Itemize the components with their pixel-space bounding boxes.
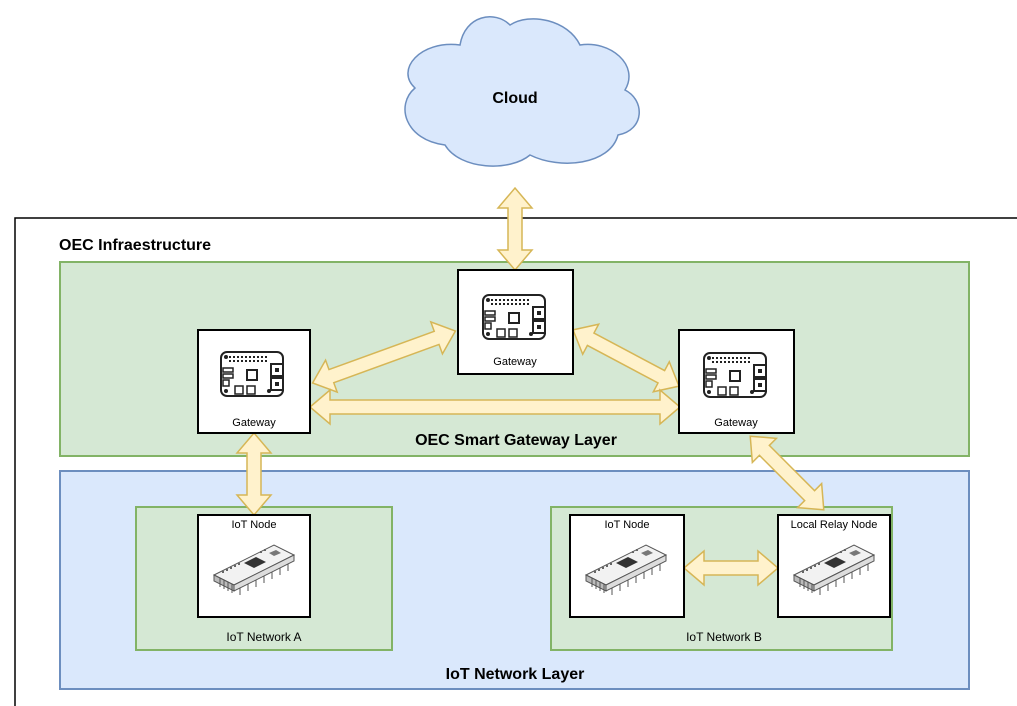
iot-network-layer-label: IoT Network Layer [446,666,585,683]
infrastructure-container [14,217,1017,706]
gateway-board-icon [220,351,284,397]
iot-node-a-label: IoT Node [231,519,276,531]
gateway-board-icon [703,352,767,398]
arrow-gateway-relay-node [749,435,825,511]
gateway-left-label: Gateway [232,417,276,429]
gateway-left: Gateway [197,329,311,434]
iot-network-b-label: IoT Network B [686,630,762,644]
iot-network-a-label: IoT Network A [226,630,301,644]
infrastructure-label: OEC Infraestructure [59,237,211,254]
iot-node-b: IoT Node [569,514,685,618]
gateway-right: Gateway [678,329,795,434]
cloud-shape [404,16,640,167]
gateway-right-label: Gateway [714,417,758,429]
cloud-label: Cloud [492,90,537,107]
gateway-center: Gateway [457,269,574,375]
arrow-cloud-gateway [496,186,534,272]
gateway-layer-label: OEC Smart Gateway Layer [415,432,617,449]
iot-node-b-label: IoT Node [604,519,649,531]
local-relay-node-label: Local Relay Node [791,519,878,531]
gateway-board-icon [482,294,546,340]
iot-node-a: IoT Node [197,514,311,618]
local-relay-node: Local Relay Node [777,514,891,618]
gateway-center-label: Gateway [493,356,537,368]
arrow-left-center-gateway [311,320,457,394]
